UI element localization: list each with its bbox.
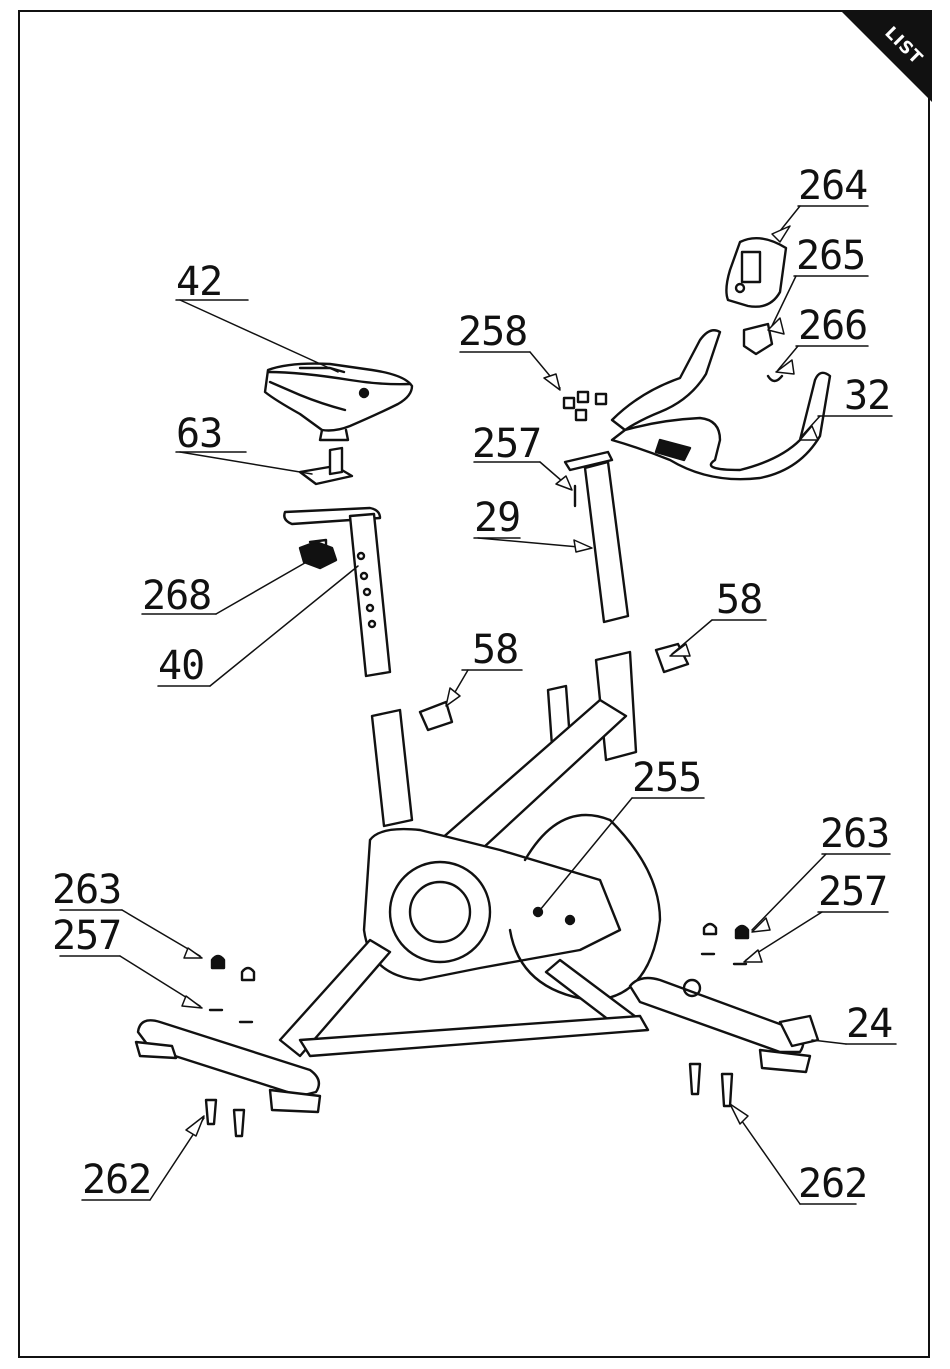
callout-263-left: 263 xyxy=(52,870,121,910)
main-frame xyxy=(280,652,660,1056)
callout-32: 32 xyxy=(844,376,890,416)
callout-58-left: 58 xyxy=(472,630,518,670)
callout-258: 258 xyxy=(458,312,527,352)
adjust-knob-part xyxy=(300,540,336,568)
callout-40: 40 xyxy=(158,646,204,686)
callout-257-post: 257 xyxy=(472,424,541,464)
knob-left-part xyxy=(420,702,452,730)
seat-post-part xyxy=(284,508,390,676)
callout-42: 42 xyxy=(176,262,222,302)
caps-part xyxy=(564,392,606,420)
callout-266: 266 xyxy=(798,306,867,346)
callout-24: 24 xyxy=(846,1004,892,1044)
callout-58-right: 58 xyxy=(716,580,762,620)
callout-264: 264 xyxy=(798,166,867,206)
callout-63: 63 xyxy=(176,414,222,454)
callout-268: 268 xyxy=(142,576,211,616)
callout-263-right: 263 xyxy=(820,814,889,854)
rear-stabilizer xyxy=(630,978,818,1072)
callout-265: 265 xyxy=(796,236,865,276)
handlebar-post-part xyxy=(565,452,628,622)
seat-slider-part xyxy=(300,448,352,484)
leader-arrowheads xyxy=(182,226,818,1136)
console-part xyxy=(726,238,786,307)
callout-29: 29 xyxy=(474,498,520,538)
console-bracket-part xyxy=(744,324,772,354)
clip-part xyxy=(768,376,782,381)
callout-262-right: 262 xyxy=(798,1164,867,1204)
handlebar-part xyxy=(612,330,830,479)
callout-257-right: 257 xyxy=(818,872,887,912)
callout-257-left: 257 xyxy=(52,916,121,956)
callout-262-left: 262 xyxy=(82,1160,151,1200)
seat-part xyxy=(265,364,412,440)
callout-255: 255 xyxy=(632,758,701,798)
